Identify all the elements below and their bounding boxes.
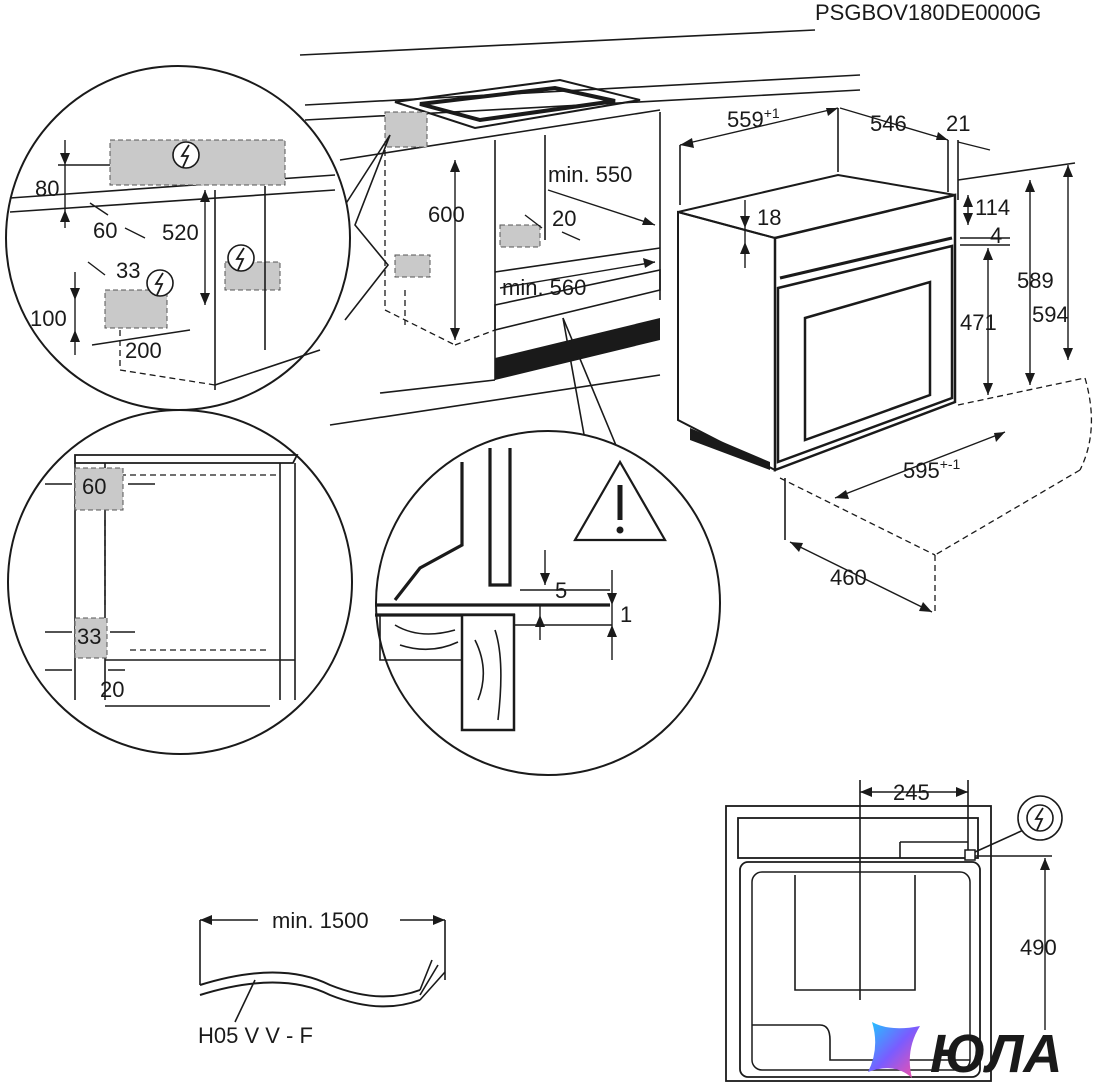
niche-height-600: 600 <box>428 202 465 227</box>
detail-dim-33: 33 <box>116 258 140 283</box>
detail-dim-520: 520 <box>162 220 199 245</box>
yula-logo-icon <box>868 1022 920 1078</box>
model-code: PSGBOV180DE0000G <box>815 0 1041 25</box>
detail-dim-100: 100 <box>30 306 67 331</box>
rear-dim-490: 490 <box>1020 935 1057 960</box>
rear-view: 245 490 <box>725 780 1063 1082</box>
electrical-connection-icon <box>146 269 174 297</box>
niche-depth-550: min. 550 <box>548 162 632 187</box>
oven-dim-4: 4 <box>990 223 1002 248</box>
cable-type: H05 V V - F <box>198 1023 313 1048</box>
oven-depth-546: 546 <box>870 111 907 136</box>
oven-gap-18: 18 <box>757 205 781 230</box>
rear-dim-245: 245 <box>893 780 930 805</box>
niche-width-560: min. 560 <box>502 275 586 300</box>
front-thickness-21: 21 <box>946 111 970 136</box>
detail-dim-200: 200 <box>125 338 162 363</box>
oven: 559+1 546 21 18 114 4 471 589 594 <box>677 105 1093 615</box>
oven-depth-559-tol: +1 <box>764 105 780 121</box>
oven-depth-460: 460 <box>830 565 867 590</box>
detail-left: 60 33 20 <box>7 409 353 755</box>
oven-dim-594: 594 <box>1032 302 1069 327</box>
electrical-connection-icon <box>1017 795 1063 841</box>
electrical-connection-icon <box>172 141 200 169</box>
yula-wordmark: ЮЛА <box>930 1024 1062 1082</box>
yula-watermark: ЮЛА <box>868 1022 1062 1082</box>
oven-width-595: 595+-1 <box>903 456 961 483</box>
oven-dim-589: 589 <box>1017 268 1054 293</box>
left-detail-dim-60: 60 <box>82 474 106 499</box>
oven-width-tol: +-1 <box>940 456 961 472</box>
left-detail-dim-20: 20 <box>100 677 124 702</box>
electrical-connection-icon <box>227 244 255 272</box>
middle-detail-dim-5: 5 <box>555 578 567 603</box>
header: PSGBOV180DE0000G <box>299 0 1041 56</box>
niche-gap-20: 20 <box>552 206 576 231</box>
warning-triangle-icon <box>573 459 667 542</box>
detail-dim-80: 80 <box>35 176 59 201</box>
middle-detail-dim-1: 1 <box>620 602 632 627</box>
kitchen-niche: 600 min. 550 20 min. 560 <box>304 74 861 456</box>
detail-middle: 5 1 <box>375 430 721 776</box>
detail-top-left: 80 60 520 33 100 200 <box>5 65 391 411</box>
left-detail-dim-33: 33 <box>77 624 101 649</box>
cable-spec: min. 1500 H05 V V - F <box>198 908 446 1048</box>
cable-length: min. 1500 <box>272 908 369 933</box>
oven-dim-471: 471 <box>960 310 997 335</box>
oven-dim-114: 114 <box>975 195 1010 220</box>
oven-depth-559: 559+1 <box>727 105 780 132</box>
detail-dim-60: 60 <box>93 218 117 243</box>
